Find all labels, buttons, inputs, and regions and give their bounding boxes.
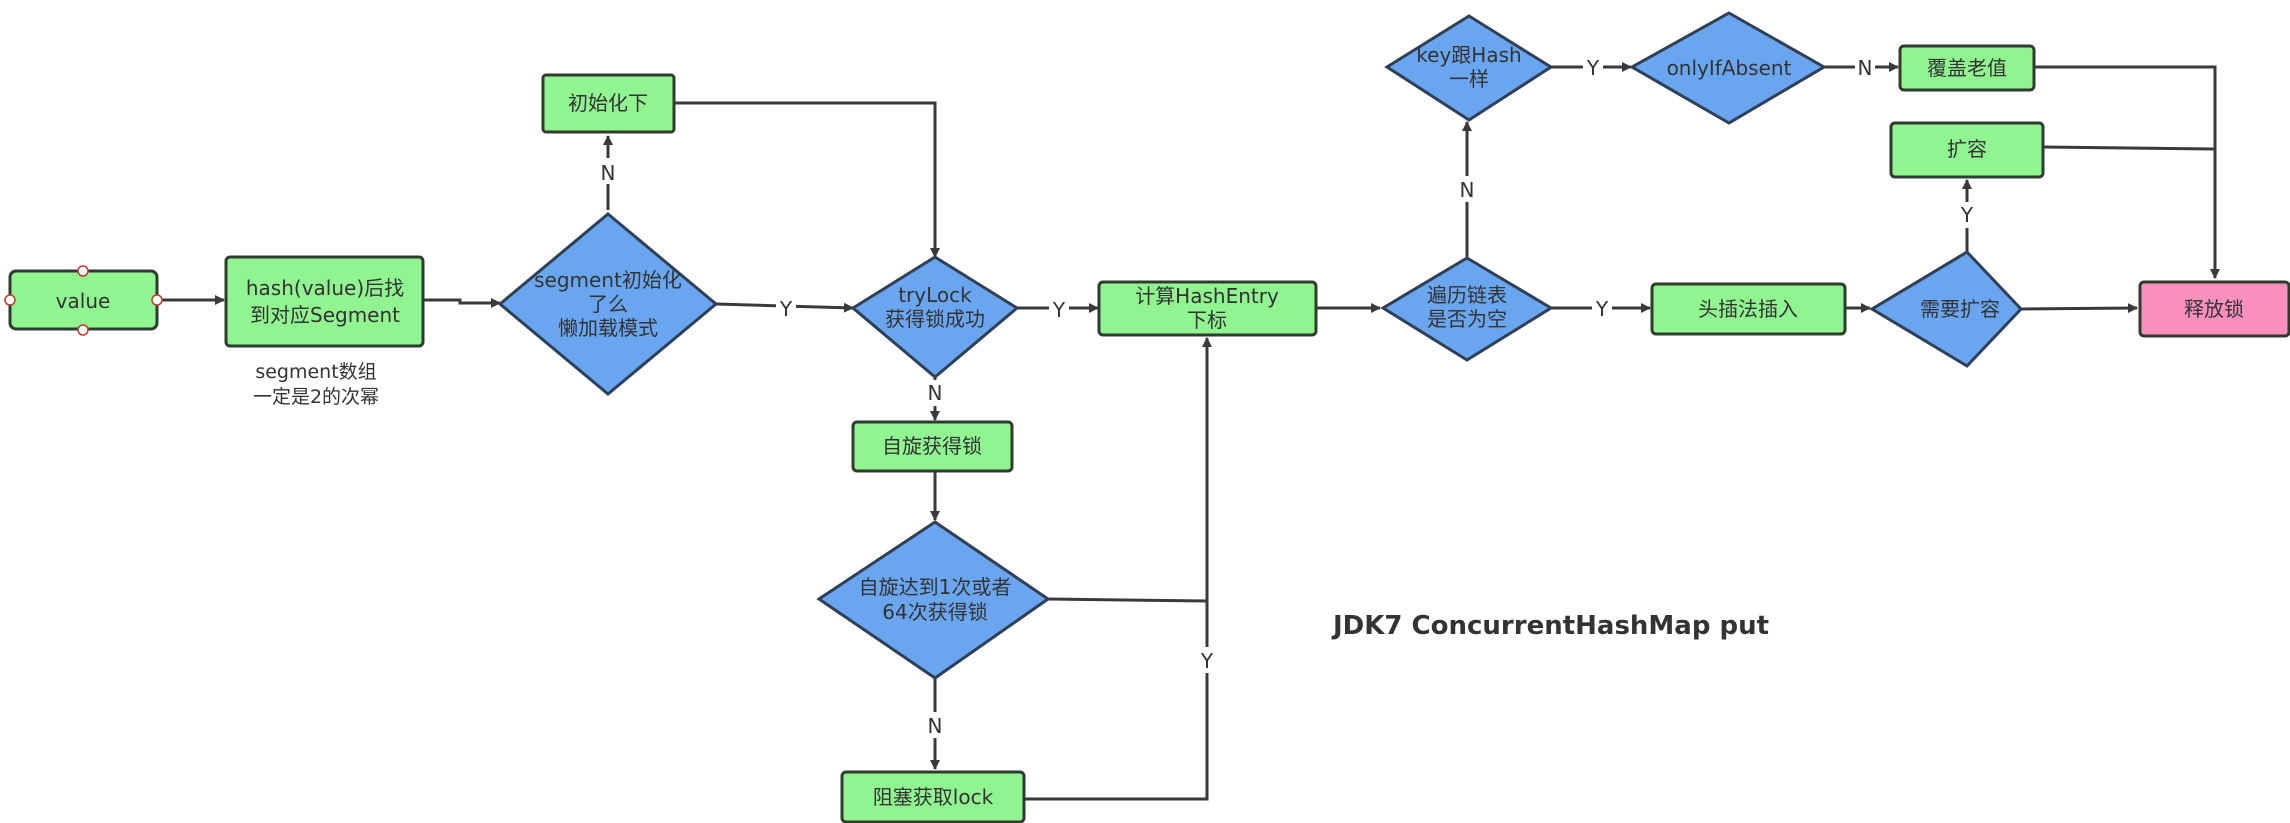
node-release-label: 释放锁	[2184, 297, 2244, 321]
node-head-insert[interactable]: 头插法插入	[1650, 282, 1847, 336]
node-overwrite-label: 覆盖老值	[1927, 56, 2007, 80]
label-onlyifabsent-no: N	[1858, 56, 1873, 80]
edge-init-trylock	[674, 101, 940, 258]
node-spin-label: 自旋获得锁	[882, 434, 982, 458]
decision-seg-label-3: 懒加载模式	[558, 316, 658, 340]
label-seg-no: N	[601, 161, 616, 185]
node-hash-segment[interactable]: hash(value)后找 到对应Segment	[224, 255, 425, 348]
decision-seg-label-2: 了么	[588, 292, 628, 316]
edge-overwrite-release	[2034, 65, 2220, 279]
connector-handle-right[interactable]	[151, 294, 163, 306]
note-segment-array: segment数组 一定是2的次幂	[253, 361, 379, 408]
node-value[interactable]: value	[4, 265, 163, 336]
connector-handle-top[interactable]	[77, 265, 89, 277]
decision-traverse-label-1: 遍历链表	[1427, 283, 1507, 307]
decision-keyhash-label-2: 一样	[1449, 67, 1489, 91]
decision-trylock-label-1: tryLock	[898, 283, 972, 307]
decision-traverse-label-2: 是否为空	[1427, 307, 1507, 331]
edge-resize-release	[2042, 145, 2216, 151]
label-traverse-yes: Y	[1595, 297, 1609, 321]
node-calc-hashentry[interactable]: 计算HashEntry 下标	[1097, 280, 1318, 337]
label-trylock-yes: Y	[1052, 298, 1066, 322]
decision-seg-label-1: segment初始化	[534, 268, 682, 292]
edge-label-group: N Y Y N N Y N Y Y N Y	[598, 55, 1977, 738]
node-block-label: 阻塞获取lock	[873, 785, 994, 809]
node-resize[interactable]: 扩容	[1889, 121, 2045, 179]
node-value-label: value	[56, 289, 111, 313]
decision-trylock[interactable]: tryLock 获得锁成功	[850, 255, 1020, 379]
node-hash-label-2: 到对应Segment	[250, 303, 400, 327]
label-seg-yes: Y	[779, 297, 793, 321]
decision-needresize-label: 需要扩容	[1920, 297, 2000, 321]
decision-spin-64[interactable]: 自旋达到1次或者 64次获得锁	[816, 520, 1051, 680]
node-init[interactable]: 初始化下	[541, 73, 676, 134]
decision-traverse-list[interactable]: 遍历链表 是否为空	[1380, 256, 1554, 362]
decision-keyhash-label-1: key跟Hash	[1416, 43, 1521, 67]
edge-spin64-calc	[1047, 337, 1212, 603]
decision-spin64-label-2: 64次获得锁	[882, 600, 987, 624]
node-init-label: 初始化下	[568, 91, 648, 115]
decision-spin64-label-1: 自旋达到1次或者	[859, 575, 1012, 599]
note-line-2: 一定是2的次幂	[253, 386, 379, 408]
node-block-lock[interactable]: 阻塞获取lock	[840, 770, 1026, 823]
node-release-lock[interactable]: 释放锁	[2138, 280, 2290, 338]
label-traverse-no: N	[1460, 178, 1475, 202]
edge-hash-seginit	[424, 298, 501, 308]
label-spin64-yes: Y	[1200, 649, 1214, 673]
node-spin-lock[interactable]: 自旋获得锁	[851, 420, 1014, 473]
node-overwrite-old-value[interactable]: 覆盖老值	[1898, 44, 2036, 92]
decision-key-hash[interactable]: key跟Hash 一样	[1384, 14, 1554, 122]
decision-segment-initialized[interactable]: segment初始化 了么 懒加载模式	[497, 212, 719, 396]
decision-onlyifabsent-label: onlyIfAbsent	[1667, 56, 1792, 80]
connector-handle-bottom[interactable]	[77, 324, 89, 336]
edge-block-calc	[1024, 601, 1209, 801]
label-spin64-no: N	[928, 714, 943, 738]
node-hash-label-1: hash(value)后找	[246, 276, 404, 300]
diagram-title: JDK7 ConcurrentHashMap put	[1331, 611, 1769, 641]
node-calc-label-2: 下标	[1187, 308, 1227, 332]
label-trylock-no: N	[928, 381, 943, 405]
decision-trylock-label-2: 获得锁成功	[885, 307, 985, 331]
label-keyhash-yes: Y	[1586, 56, 1600, 80]
edge-needresize-release	[2020, 303, 2138, 314]
connector-handle-left[interactable]	[4, 294, 16, 306]
node-calc-label-1: 计算HashEntry	[1135, 284, 1279, 308]
decision-need-resize[interactable]: 需要扩容	[1869, 250, 2024, 368]
node-headinsert-label: 头插法插入	[1698, 297, 1798, 321]
label-resize-yes: Y	[1960, 203, 1974, 227]
decision-only-if-absent[interactable]: onlyIfAbsent	[1628, 11, 1827, 125]
note-line-1: segment数组	[255, 361, 376, 383]
node-resize-label: 扩容	[1947, 137, 1987, 161]
